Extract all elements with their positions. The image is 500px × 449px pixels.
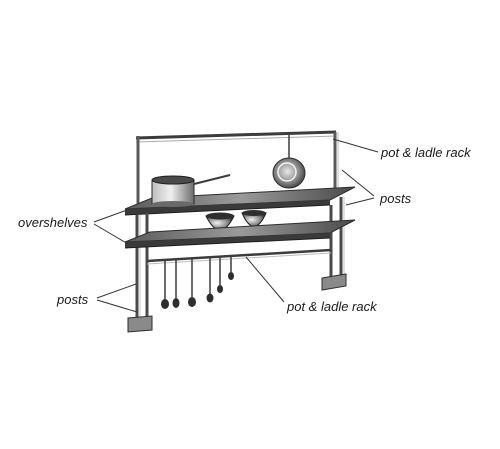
ladle-icon xyxy=(161,260,169,309)
label-pot-ladle-rack-top: pot & ladle rack xyxy=(381,145,471,160)
leader-posts-left-b xyxy=(96,299,138,313)
leader-overshelves-a xyxy=(93,209,128,223)
stock-pot-icon xyxy=(151,174,231,207)
mixing-bowl-icon xyxy=(241,210,267,227)
label-overshelves: overshelves xyxy=(18,215,88,230)
ladle-icon xyxy=(217,256,223,293)
leader-pot-rack-top xyxy=(332,138,379,153)
front-posts xyxy=(127,197,347,333)
leader-posts-right-b xyxy=(345,197,375,206)
top-pot-rack-bar xyxy=(135,130,337,143)
leader-lines xyxy=(93,138,379,313)
rear-posts xyxy=(136,132,339,205)
ladle-icon xyxy=(172,259,180,308)
hanging-pot-icon xyxy=(272,135,306,189)
ladle-icon xyxy=(188,258,196,307)
lower-pot-rack-bar xyxy=(146,248,332,265)
hanging-utensils xyxy=(161,255,234,309)
leader-posts-right-a xyxy=(341,169,375,197)
ladle-icon xyxy=(206,257,214,303)
leader-pot-rack-bottom xyxy=(245,256,285,303)
lower-overshelf xyxy=(124,219,356,249)
label-posts-right: posts xyxy=(380,191,412,206)
label-posts-left: posts xyxy=(57,292,89,307)
leader-overshelves-b xyxy=(93,223,129,245)
leader-posts-left-a xyxy=(96,283,137,299)
label-pot-ladle-rack-bottom: pot & ladle rack xyxy=(287,299,377,314)
ladle-icon xyxy=(228,255,234,280)
